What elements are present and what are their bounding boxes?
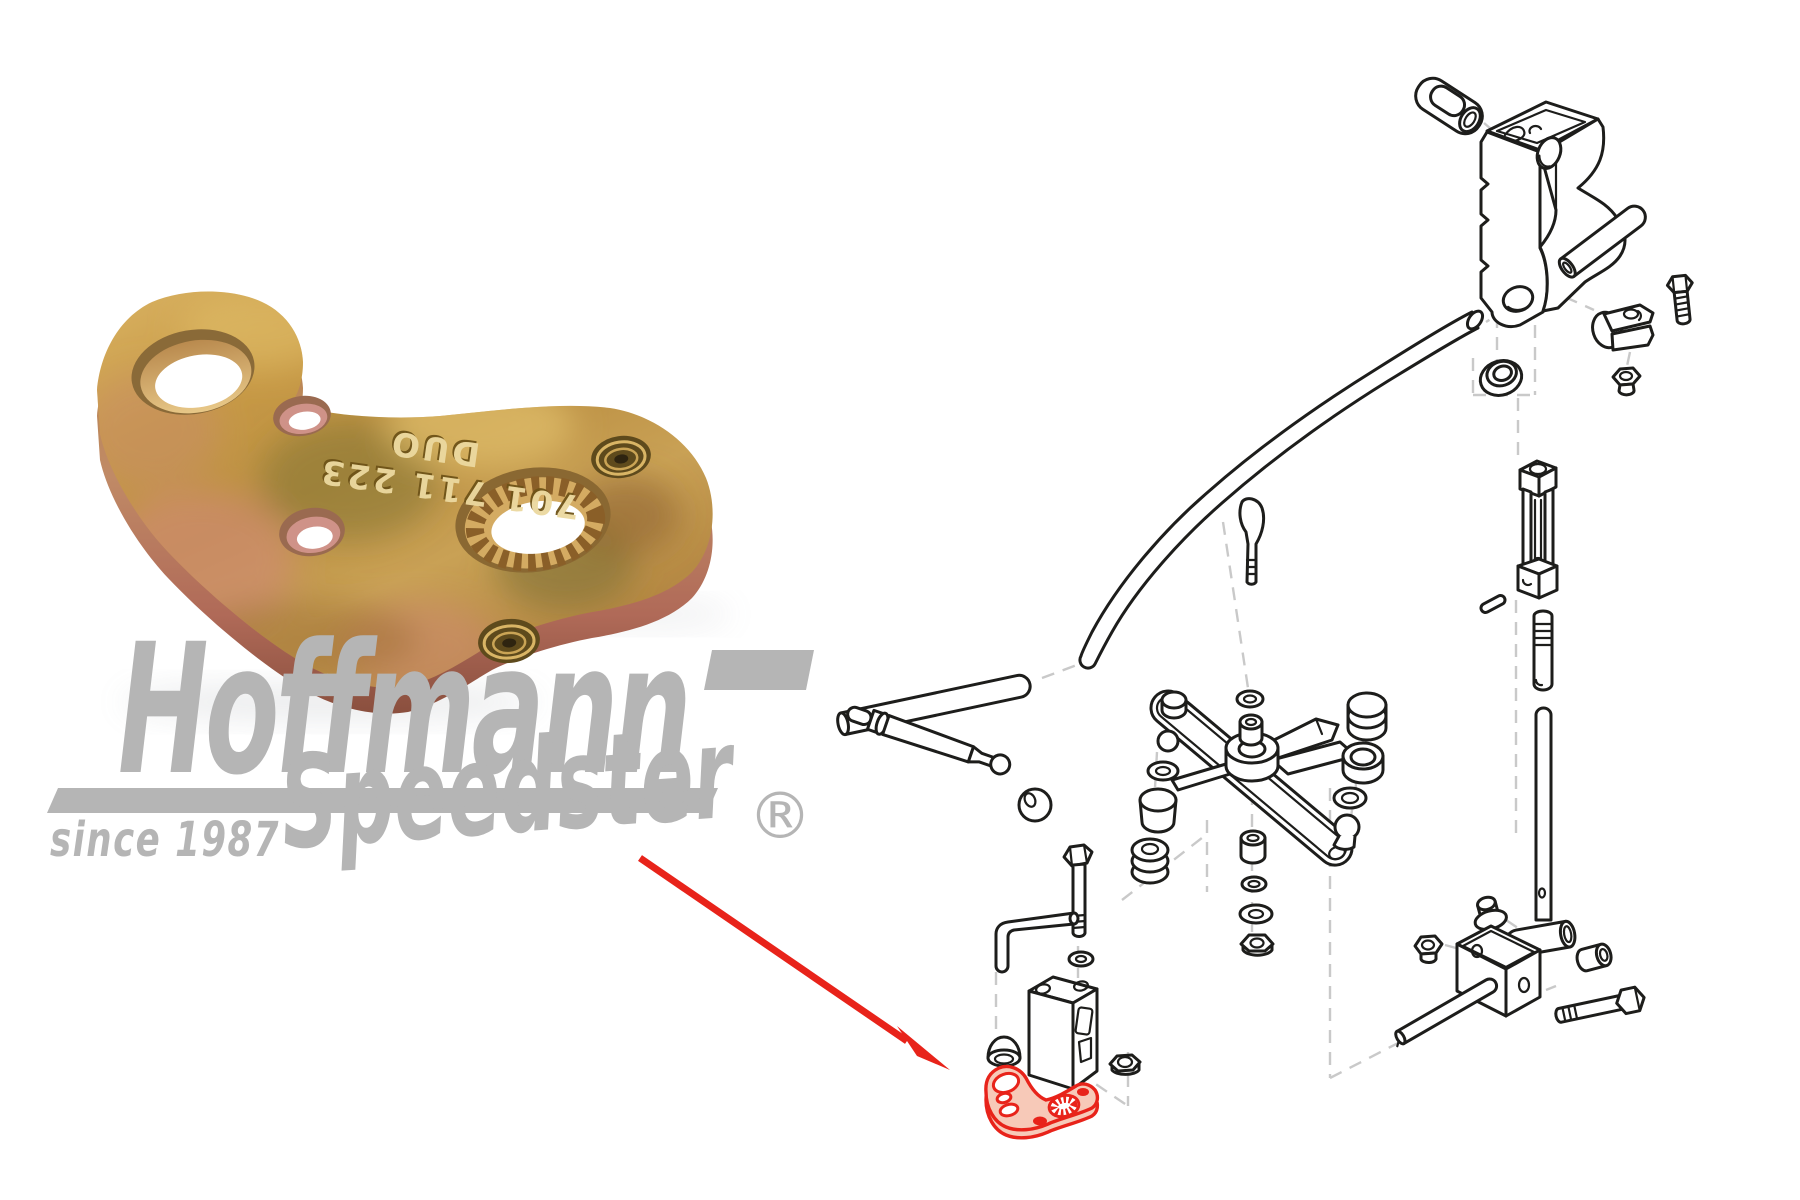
registered-mark: ® xyxy=(748,780,812,854)
lever-left-washer xyxy=(1146,760,1180,782)
link-column xyxy=(1516,459,1559,600)
bracket-pivot-pin xyxy=(1557,204,1647,279)
watermark: Hoffmann Speedster ® since 1987 xyxy=(47,606,814,879)
speedster-script: Speedster xyxy=(276,698,742,878)
push-rod xyxy=(1534,706,1553,922)
long-bolt xyxy=(1062,843,1094,938)
coupling-tube xyxy=(836,673,1032,737)
l-shaped-rod xyxy=(994,911,1080,974)
brand-dash xyxy=(704,650,814,690)
tee-bushing xyxy=(1575,942,1613,973)
u-bracket xyxy=(1455,924,1542,1018)
lever-left-cup xyxy=(1138,787,1178,834)
lever-bushing-bottom xyxy=(1239,829,1267,865)
dome-cap xyxy=(986,1035,1022,1068)
since-tagline: since 1987 xyxy=(50,812,280,868)
bolt-washer xyxy=(1067,950,1095,968)
plate-threaded-hole-bottom xyxy=(478,618,540,664)
red-arrow xyxy=(638,855,950,1070)
clevis-joint xyxy=(1414,76,1484,136)
clamp-nut xyxy=(1611,366,1642,397)
product-photo: 701 711 223 701 711 223 DUO DUO xyxy=(97,291,733,720)
bearing-housing xyxy=(1027,975,1099,1091)
coupling-rod xyxy=(846,705,1012,776)
u-bracket-nut xyxy=(1413,934,1444,965)
plate-spline-bore xyxy=(455,467,611,573)
plate-hole-small-upper xyxy=(273,395,331,437)
u-bracket-through-rod xyxy=(1394,977,1499,1048)
link-key xyxy=(1479,594,1507,614)
lever-end-stub xyxy=(1160,690,1188,720)
lever-washer-bottom xyxy=(1238,903,1274,925)
lever-ring-bottom xyxy=(1240,875,1268,893)
pivot-ball xyxy=(1017,787,1053,823)
brand-underline-bar xyxy=(47,788,718,813)
plate-highlight-spline xyxy=(1047,1093,1081,1119)
lever-flange-nut xyxy=(1239,933,1275,957)
lever-left-ball xyxy=(1156,729,1180,753)
shift-bracket xyxy=(1479,100,1627,328)
clamp-bolt xyxy=(1665,273,1694,326)
threaded-pin xyxy=(1532,609,1554,692)
exploded-diagram xyxy=(836,76,1694,1140)
shift-plate-highlight xyxy=(984,1064,1100,1140)
rod-grommet xyxy=(1478,359,1524,397)
lever-left-grommet xyxy=(1130,837,1170,885)
lever-right-cap xyxy=(1346,691,1388,742)
lever-right-ball-stud xyxy=(1332,813,1361,851)
plate-hole-small-lower xyxy=(279,507,345,557)
rod-drop-link xyxy=(1238,497,1266,586)
plate-hole-big xyxy=(131,329,255,415)
u-bracket-bolt xyxy=(1554,985,1646,1024)
lever-bushing-top xyxy=(1238,713,1264,747)
plate-threaded-hole-right xyxy=(591,435,651,479)
lever-right-cup xyxy=(1341,741,1385,785)
lever-washer-top xyxy=(1235,689,1265,709)
housing-nut xyxy=(1108,1053,1142,1076)
cap-plug xyxy=(1473,895,1508,932)
clamp-piece xyxy=(1591,303,1655,352)
lever-right-ring xyxy=(1332,786,1368,810)
brand-wordmark: Hoffmann xyxy=(118,606,688,815)
shift-rod xyxy=(1078,309,1485,670)
